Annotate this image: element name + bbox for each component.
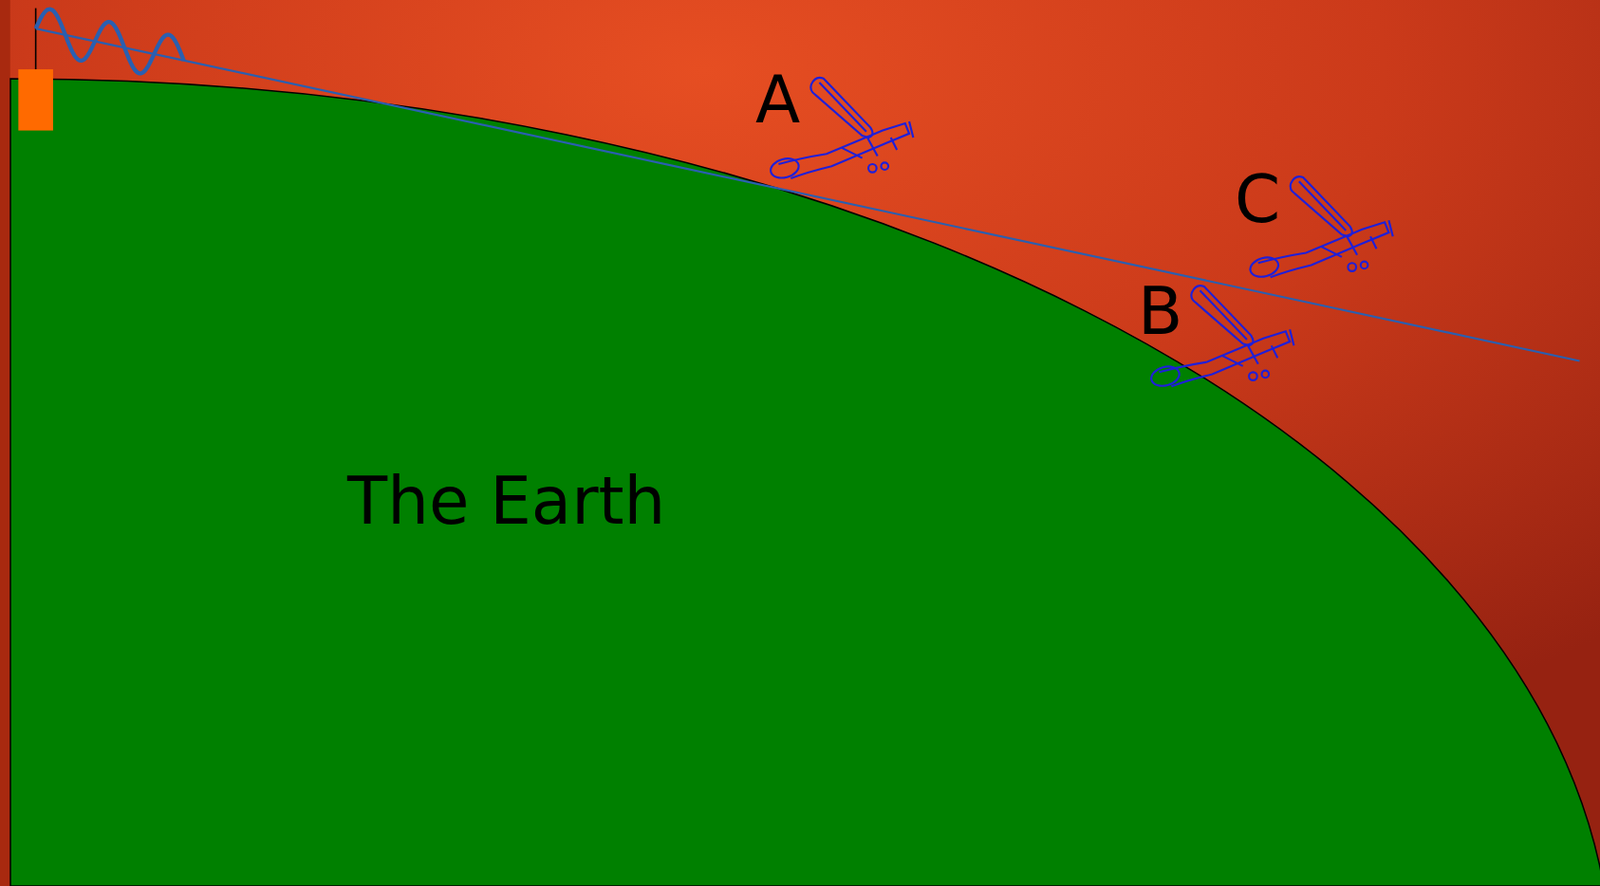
airplane-letter: B <box>1137 279 1183 345</box>
plane-wheel <box>880 162 889 170</box>
earth-label: The Earth <box>347 468 666 535</box>
airplane-icon <box>1149 285 1295 390</box>
airplane-letter: C <box>1234 167 1281 233</box>
antenna-mast <box>35 8 38 70</box>
plane-struts <box>1320 220 1393 258</box>
airplane-icon <box>1247 176 1394 280</box>
transmitter-box <box>18 69 54 131</box>
earth-shape <box>10 78 1600 886</box>
plane-struts <box>1222 329 1294 367</box>
line-of-sight <box>36 28 1581 361</box>
plane-wing <box>1190 285 1253 346</box>
radio-wave <box>36 9 185 75</box>
airplane-icon <box>768 77 914 182</box>
earth-outline <box>10 78 1600 886</box>
plane-wheel <box>1262 371 1270 379</box>
plane-wheel <box>868 164 877 173</box>
plane-wheel <box>1248 372 1258 381</box>
earth-region: The Earth <box>10 78 1600 886</box>
plane-wing <box>810 77 873 138</box>
airplanes <box>768 77 1394 390</box>
plane-wing <box>1290 176 1353 237</box>
plane-wheel <box>1360 261 1369 270</box>
plane-tail <box>1149 363 1182 389</box>
plane-tail <box>768 155 801 181</box>
airplane-letter: A <box>755 67 800 133</box>
plane-tail <box>1247 254 1281 280</box>
wave-path <box>36 9 185 75</box>
left-strip <box>0 0 11 886</box>
plane-wheel <box>1347 262 1357 272</box>
plane-struts <box>841 121 913 159</box>
